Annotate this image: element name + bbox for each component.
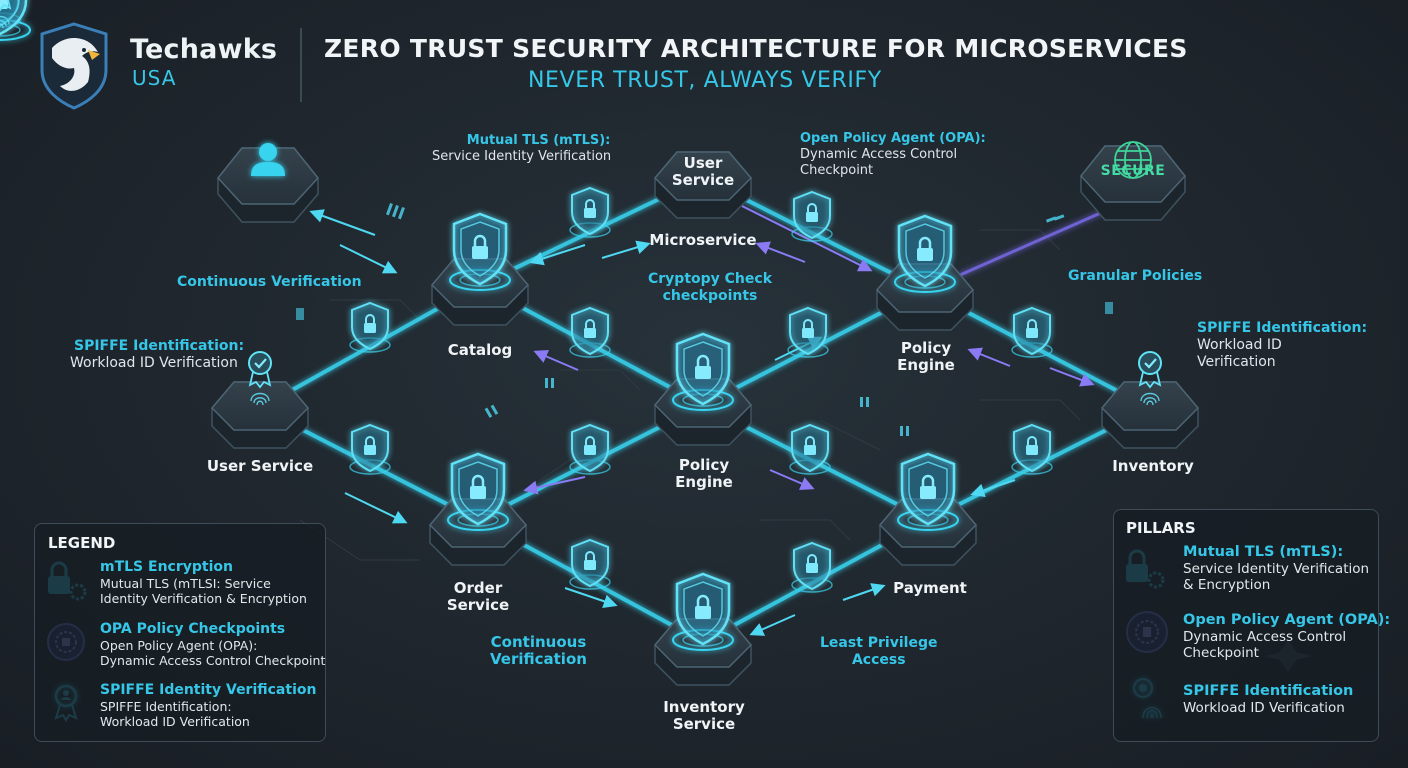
annotation-line: Cryptopy Check — [648, 271, 773, 287]
node-label-line: Policy — [900, 339, 952, 357]
pillar-item-heading: Open Policy Agent (OPA): — [1183, 612, 1391, 628]
annotation-crypto-check: Cryptopy Check checkpoints — [648, 271, 772, 305]
legend-item-body: Open Policy Agent (OPA): — [100, 638, 258, 653]
annotation-line: Least Privilege — [820, 635, 938, 651]
annotation-granular-policies: Granular Policies — [1068, 268, 1203, 284]
node-label-order-service: Order Service — [418, 580, 538, 614]
annotation-continuous-verification-bottom: Continuous Verification — [490, 634, 587, 668]
legend-item-opa: OPA Policy Checkpoints Open Policy Agent… — [100, 621, 325, 668]
node-label-inventory: Inventory — [1112, 457, 1194, 475]
node-label-policy-engine-center: Policy Engine — [644, 457, 764, 491]
user-avatar-icon — [251, 143, 285, 176]
pillar-item-opa: Open Policy Agent (OPA): Dynamic Access … — [1183, 612, 1390, 661]
legend-panel — [34, 523, 326, 742]
pillar-item-heading: SPIFFE Identification — [1183, 683, 1354, 699]
page-title: ZERO TRUST SECURITY ARCHITECTURE FOR MIC… — [324, 34, 1188, 63]
legend-item-heading: mTLS Encryption — [100, 559, 233, 575]
node-label-microservice: Microservice — [649, 231, 757, 249]
spiffe-badge-icons — [0, 0, 1163, 407]
annotation-spiffe-left: SPIFFE Identification: Workload ID Verif… — [70, 338, 244, 372]
pillar-item-body: Dynamic Access Control — [1183, 629, 1347, 645]
annotation-line: checkpoints — [662, 288, 758, 304]
annotation-heading: Mutual TLS (mTLS): — [466, 133, 611, 148]
annotation-heading: SPIFFE Identification: — [1197, 320, 1368, 336]
annotation-body: Service Identity Verification — [432, 149, 612, 164]
annotation-opa: Open Policy Agent (OPA): Dynamic Access … — [800, 131, 986, 179]
pillars-panel — [1113, 509, 1379, 742]
legend-item-body: Identity Verification & Encryption — [100, 591, 307, 606]
node-label-line: User — [683, 154, 723, 172]
legend-item-heading: OPA Policy Checkpoints — [100, 621, 286, 637]
node-label-policy-engine-right: Policy Engine — [866, 340, 986, 374]
secure-badge: SECURE — [1100, 163, 1166, 179]
annotation-continuous-verification: Continuous Verification — [177, 274, 362, 290]
brand-name: Techawks — [130, 34, 278, 65]
legend-item-body: Dynamic Access Control Checkpoint — [100, 653, 326, 668]
annotation-heading: Open Policy Agent (OPA): — [800, 131, 986, 146]
annotation-line: Continuous — [490, 633, 587, 651]
legend-item-heading: SPIFFE Identity Verification — [100, 682, 317, 698]
node-label-line: Policy — [678, 456, 730, 474]
globe-icon — [1114, 141, 1152, 179]
node-label-line: Order — [453, 579, 503, 597]
annotation-line: Verification — [490, 650, 587, 668]
node-label-user-service-top: User Service — [643, 155, 763, 189]
annotation-body: Checkpoint — [800, 163, 874, 178]
data-packets — [296, 203, 1113, 436]
legend-item-mtls: mTLS Encryption Mutual TLS (mTLSI: Servi… — [100, 559, 307, 606]
node-label-line: Service — [672, 715, 736, 733]
node-label-user-service-left: User Service — [206, 457, 314, 475]
annotation-body: Workload ID Verification — [70, 355, 238, 371]
pillar-item-body: Workload ID Verification — [1183, 700, 1345, 716]
pillar-item-body: & Encryption — [1183, 577, 1271, 593]
techawks-logo-icon — [40, 22, 108, 110]
node-label-line: Engine — [675, 473, 733, 491]
annotation-least-privilege: Least Privilege Access — [820, 635, 937, 669]
node-label-line: Service — [446, 596, 510, 614]
header-divider — [300, 28, 302, 102]
legend-title: LEGEND — [48, 534, 116, 552]
node-label-line: Inventory — [663, 698, 745, 716]
pillars-title: PILLARS — [1126, 519, 1196, 537]
node-label-payment: Payment — [893, 579, 967, 597]
node-label-line: Service — [671, 171, 735, 189]
pillar-item-body: Service Identity Verification — [1183, 561, 1370, 577]
node-label-catalog: Catalog — [447, 341, 513, 359]
pillar-item-spiffe: SPIFFE Identification Workload ID Verifi… — [1183, 683, 1353, 716]
legend-item-body: SPIFFE Identification: — [100, 699, 232, 714]
node-label-line: Engine — [897, 356, 955, 374]
node-platforms — [210, 145, 1200, 686]
annotation-mtls: Mutual TLS (mTLS): Service Identity Veri… — [432, 133, 611, 165]
node-label-inventory-service: Inventory Service — [644, 699, 764, 733]
annotation-body: Workload ID — [1197, 337, 1282, 353]
pillar-item-mtls: Mutual TLS (mTLS): Service Identity Veri… — [1183, 544, 1369, 593]
page-subtitle: NEVER TRUST, ALWAYS VERIFY — [528, 68, 882, 93]
annotation-line: Access — [851, 652, 906, 668]
pillar-item-body: Checkpoint — [1183, 645, 1259, 661]
pillar-item-heading: Mutual TLS (mTLS): — [1183, 544, 1344, 560]
legend-item-spiffe: SPIFFE Identity Verification SPIFFE Iden… — [100, 682, 316, 729]
annotation-heading: SPIFFE Identification: — [74, 338, 245, 354]
annotation-spiffe-right: SPIFFE Identification: Workload ID Verif… — [1197, 320, 1367, 371]
legend-item-body: Workload ID Verification — [100, 714, 250, 729]
brand-subtitle: USA — [132, 66, 177, 90]
annotation-body: Dynamic Access Control — [800, 147, 958, 162]
legend-item-body: Mutual TLS (mTLSI: Service — [100, 576, 271, 591]
annotation-body: Verification — [1197, 354, 1276, 370]
